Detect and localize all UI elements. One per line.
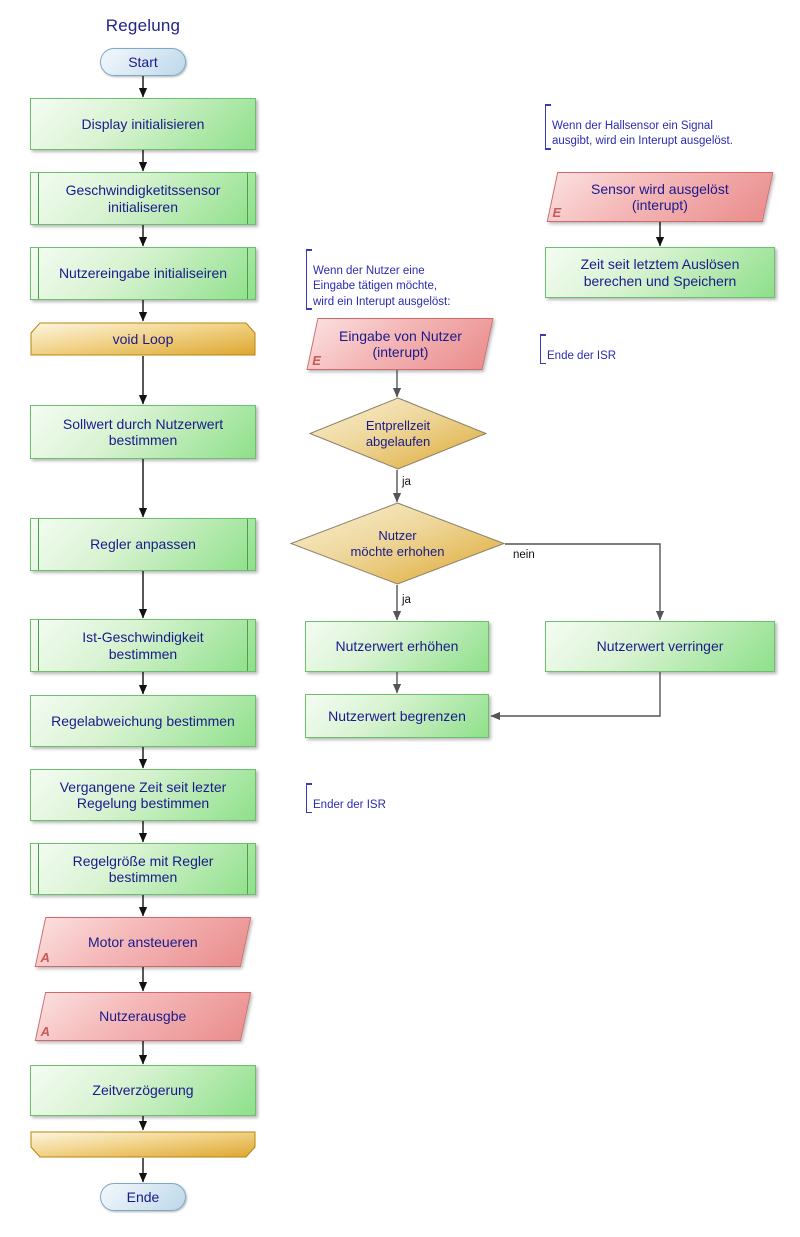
step-elapsed-time[interactable]: Vergangene Zeit seit lezter Regelung bes… xyxy=(30,769,256,821)
start-label: Start xyxy=(128,53,158,70)
diamond-shape-2 xyxy=(290,502,505,585)
end-label: Ende xyxy=(126,1188,160,1205)
diamond-shape xyxy=(309,397,487,470)
step-motor-output[interactable]: A Motor ansteueren xyxy=(34,917,252,967)
decision-increase-label: Nutzer möchte erhohen xyxy=(350,527,445,559)
step-user-output[interactable]: A Nutzerausgbe xyxy=(34,992,252,1041)
decision-debounce-label: Entprellzeit abgelaufen xyxy=(365,417,431,449)
step-limit-user-value[interactable]: Nutzerwert begrenzen xyxy=(305,694,489,738)
edge-label-ja-1: ja xyxy=(402,476,411,488)
step-user-input-init[interactable]: Nutzereingabe initialiseiren xyxy=(30,247,256,300)
step-control-variable[interactable]: Regelgröße mit Regler bestimmen xyxy=(30,843,256,895)
start-terminator[interactable]: Start xyxy=(100,48,186,76)
step-decrease-user-value[interactable]: Nutzerwert verringer xyxy=(545,621,775,672)
step-setpoint[interactable]: Sollwert durch Nutzerwert bestimmen xyxy=(30,405,256,459)
sensor-isr-note: Wenn der Hallsensor ein Signal ausgibt, … xyxy=(545,104,800,150)
io-tag-e: E xyxy=(312,353,321,369)
loop-end-shape xyxy=(30,1131,256,1158)
decision-increase[interactable]: Nutzer möchte erhohen xyxy=(290,502,505,585)
step-speed-sensor-init[interactable]: Geschwindigketitssensor initialiseren xyxy=(30,172,256,225)
io-tag-e-2: E xyxy=(552,205,562,221)
loop-end-label-wrap xyxy=(30,1131,256,1158)
user-isr-note: Wenn der Nutzer eine Eingabe tätigen möc… xyxy=(306,249,523,310)
edge-label-nein: nein xyxy=(513,549,535,561)
sensor-isr-trigger[interactable]: E Sensor wird ausgelöst (interupt) xyxy=(546,172,774,222)
step-time-delay[interactable]: Zeitverzögerung xyxy=(30,1065,256,1116)
page-title: Regelung xyxy=(105,16,181,36)
decision-debounce[interactable]: Entprellzeit abgelaufen xyxy=(309,397,487,470)
user-isr-end-note: Ender der ISR xyxy=(306,783,483,814)
sensor-isr-end-note: Ende der ISR xyxy=(540,334,697,365)
user-isr-trigger[interactable]: E Eingabe von Nutzer (interupt) xyxy=(306,318,494,370)
end-terminator[interactable]: Ende xyxy=(100,1183,186,1211)
loop-end[interactable] xyxy=(30,1131,256,1158)
io-tag-a: A xyxy=(40,950,50,966)
step-actual-speed[interactable]: Ist-Geschwindigkeit bestimmen xyxy=(30,619,256,672)
loop-start-void-loop[interactable]: void Loop xyxy=(30,322,256,356)
edge-label-ja-2: ja xyxy=(402,594,411,606)
step-control-deviation[interactable]: Regelabweichung bestimmen xyxy=(30,695,256,747)
step-controller-adjust[interactable]: Regler anpassen xyxy=(30,518,256,571)
step-sensor-time-calc[interactable]: Zeit seit letztem Auslösen berechen und … xyxy=(545,247,775,298)
io-tag-a-2: A xyxy=(40,1024,50,1040)
step-display-init[interactable]: Display initialisieren xyxy=(30,98,256,150)
step-increase-user-value[interactable]: Nutzerwert erhöhen xyxy=(305,621,489,672)
loop-start-shape xyxy=(30,322,256,356)
loop-start-label-wrap: void Loop xyxy=(112,331,174,347)
